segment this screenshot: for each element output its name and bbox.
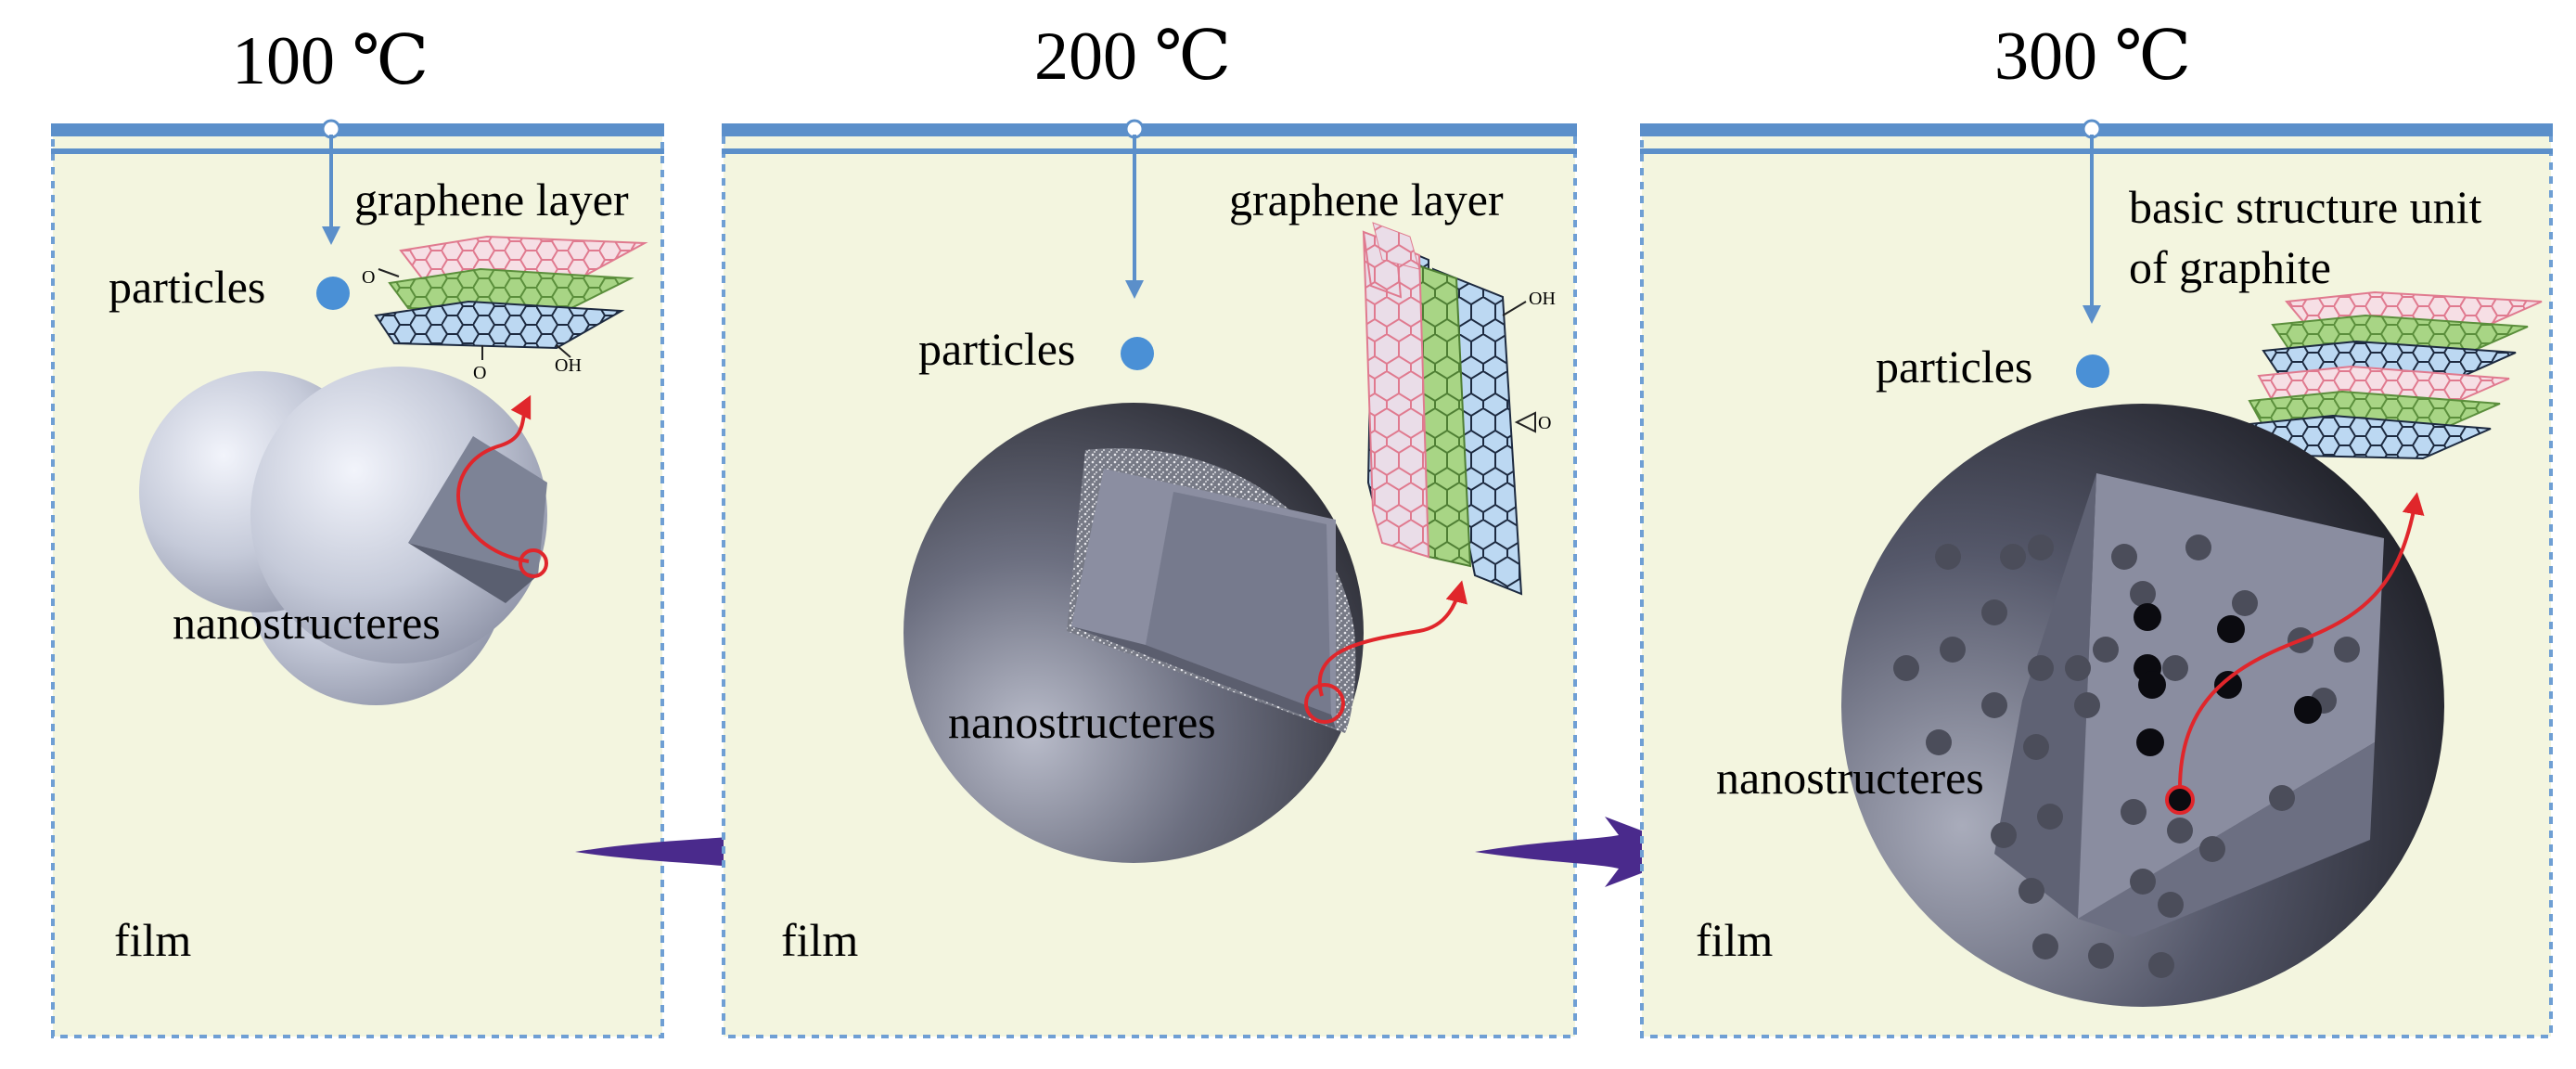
substrate-bar [51,123,664,136]
film-label: film [1696,914,1773,966]
substrate-bar-thin [51,148,664,154]
panel-100c: 100 ℃ particles graphene layer O O OH na… [51,23,664,1038]
substrate-bar-thin [722,148,1577,154]
panel-300c: 300 ℃ basic structure unit of graphite p… [1640,19,2553,1038]
particle-dot [1121,337,1154,370]
graphite-label-line2: of graphite [2129,241,2331,293]
functional-group-oh: OH [555,355,582,376]
film-label: film [114,914,191,966]
black-particles [2134,603,2322,756]
graphene-stack [374,235,648,360]
panel-200c: 200 ℃ graphene layer particles OH O [722,19,1577,1038]
zoom-arrow [2178,492,2425,790]
particles-label: particles [109,261,265,313]
embedded-particles [1893,534,2360,978]
nanostructure-label: nanostructeres [948,696,1216,748]
graphene-stack-vertical [1362,222,1536,596]
graphite-stack [2238,290,2543,460]
zoom-circle [519,548,548,578]
substrate-bar-thin [1640,148,2553,154]
nanostructure-sphere [904,403,1467,863]
zoom-circle [2165,785,2195,815]
particle-dot [316,277,350,310]
particles-label: particles [1876,341,2032,393]
nanostructure-label: nanostructeres [173,597,441,649]
functional-group-o: O [473,363,486,383]
zoom-arrow [1317,580,1467,697]
film-label: film [781,914,858,966]
nanostructure-sphere [1841,404,2444,1007]
zoom-arrow [456,394,532,563]
nanostructure-spheres [139,367,548,705]
graphene-layer-label: graphene layer [354,174,629,225]
graphite-label-line1: basic structure unit [2129,181,2482,233]
temperature-label: 200 ℃ [1034,19,1231,95]
functional-group-o: O [362,267,375,288]
functional-group-o: O [1538,413,1551,433]
temperature-label: 100 ℃ [232,23,429,99]
particles-label: particles [918,323,1075,375]
particle-dot [2076,354,2109,388]
zoom-circle [1304,683,1345,724]
substrate-bar [722,123,1577,136]
nanostructure-label: nanostructeres [1716,752,1984,804]
functional-group-oh: OH [1529,289,1556,309]
graphene-layer-label: graphene layer [1229,174,1504,225]
temperature-label: 300 ℃ [1994,19,2191,95]
